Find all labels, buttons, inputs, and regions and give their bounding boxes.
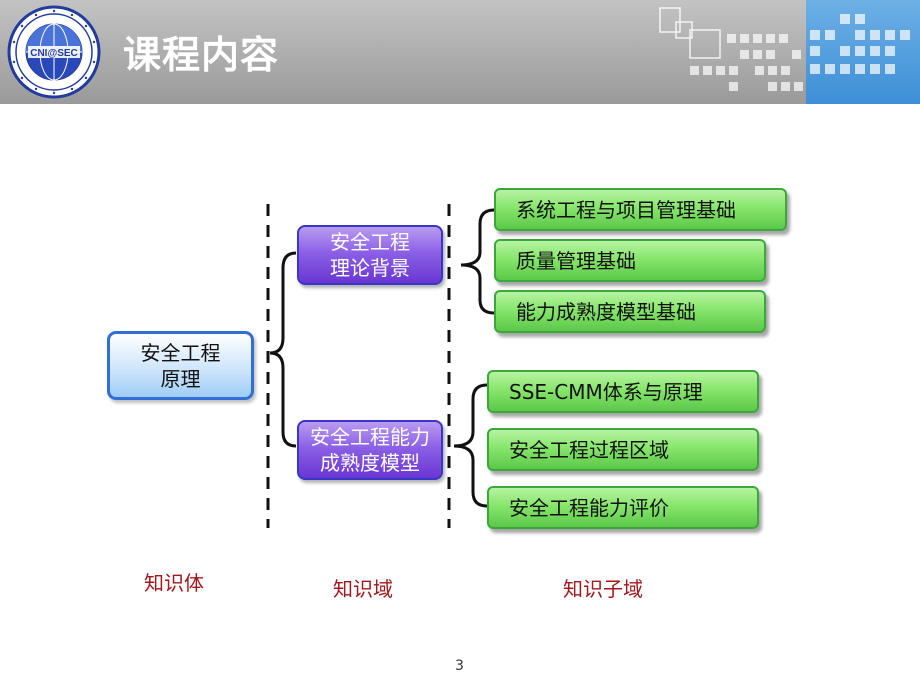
brace-domain-1 (460, 208, 495, 315)
logo-text: CNI@SEC (30, 48, 78, 59)
logo-seal-icon: CNI@SEC (7, 5, 101, 99)
subdomain-node: 安全工程能力评价 (487, 486, 759, 529)
header-decoration (659, 7, 910, 91)
column-label-subdomain: 知识子域 (563, 577, 643, 601)
subdomain-node: 安全工程过程区域 (487, 428, 759, 471)
subdomain-node: 质量管理基础 (494, 239, 766, 282)
subdomain-node: SSE-CMM体系与原理 (487, 370, 759, 413)
column-label-domain: 知识域 (333, 577, 393, 601)
brace-domain-2 (453, 383, 488, 508)
slide-title: 课程内容 (123, 33, 280, 77)
domain-node-line1: 安全工程 (330, 230, 410, 254)
domain-node-cmm: 安全工程能力 成熟度模型 (297, 420, 443, 480)
page-number: 3 (455, 658, 464, 674)
domain-node-line2: 理论背景 (330, 256, 410, 280)
root-node-line2: 原理 (160, 366, 201, 391)
subdomain-node: 系统工程与项目管理基础 (494, 188, 787, 231)
root-node: 安全工程 原理 (107, 331, 254, 400)
subdomain-node: 能力成熟度模型基础 (494, 290, 766, 333)
domain-node-line2: 成熟度模型 (320, 451, 420, 475)
brace-root (269, 251, 297, 448)
domain-node-line1: 安全工程能力 (310, 425, 430, 449)
root-node-line1: 安全工程 (140, 340, 221, 365)
domain-node-theory: 安全工程 理论背景 (297, 225, 443, 285)
column-label-body: 知识体 (144, 571, 204, 595)
